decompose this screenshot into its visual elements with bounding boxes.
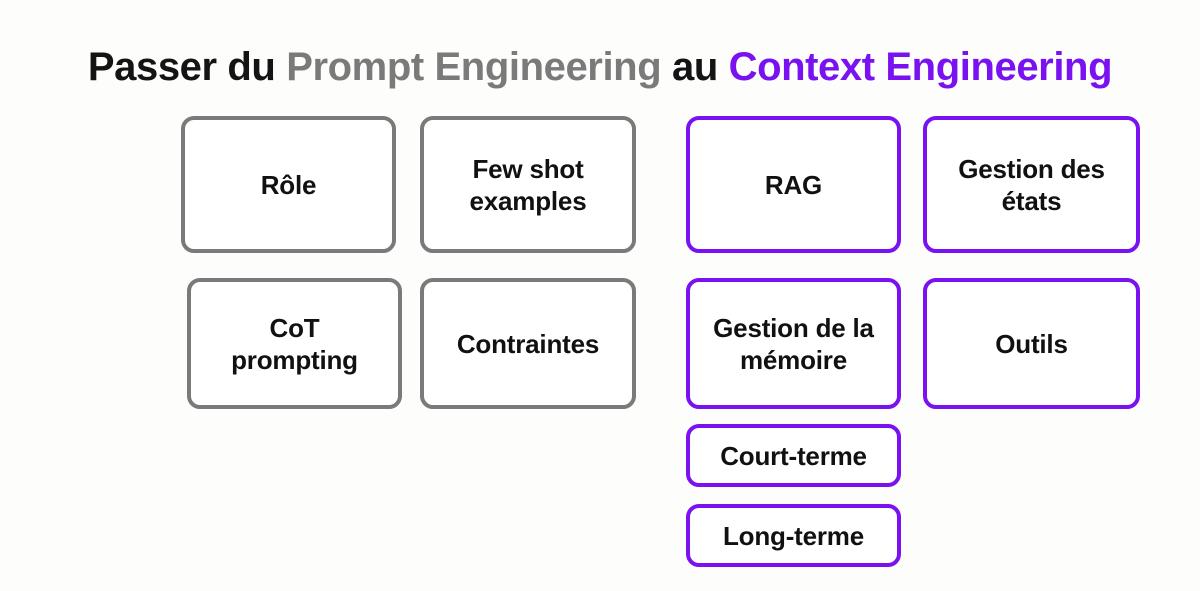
box-gestion-de-la-memoire-label: Gestion de la mémoire [713,312,874,375]
title-space [661,45,672,89]
box-gestion-de-la-memoire[interactable]: Gestion de la mémoire [686,278,901,409]
box-gestion-des-etats-label: Gestion des états [958,153,1105,216]
box-role[interactable]: Rôle [181,116,396,253]
box-gestion-des-etats[interactable]: Gestion des états [923,116,1140,253]
page-title: Passer du Prompt Engineering au Context … [0,41,1200,93]
box-few-shot-examples[interactable]: Few shot examples [420,116,636,253]
title-segment-context-engineering: Context Engineering [728,44,1113,89]
title-space [275,45,286,89]
box-court-terme[interactable]: Court-terme [686,424,901,487]
box-rag-label: RAG [764,169,823,200]
title-space [718,45,729,89]
box-long-terme-label: Long-terme [722,520,864,551]
box-outils[interactable]: Outils [923,278,1140,409]
box-contraintes-label: Contraintes [456,328,600,359]
box-role-label: Rôle [260,169,317,200]
box-long-terme[interactable]: Long-terme [686,504,901,567]
box-cot-prompting[interactable]: CoT prompting [187,278,402,409]
box-court-terme-label: Court-terme [720,440,867,471]
box-rag[interactable]: RAG [686,116,901,253]
title-segment-dark-1: Passer du [87,44,276,89]
box-cot-prompting-label: CoT prompting [231,312,358,375]
title-segment-prompt-engineering: Prompt Engineering [286,44,662,89]
title-segment-dark-2: au [671,44,718,89]
box-outils-label: Outils [995,328,1068,359]
box-few-shot-examples-label: Few shot examples [469,153,587,216]
box-contraintes[interactable]: Contraintes [420,278,636,409]
